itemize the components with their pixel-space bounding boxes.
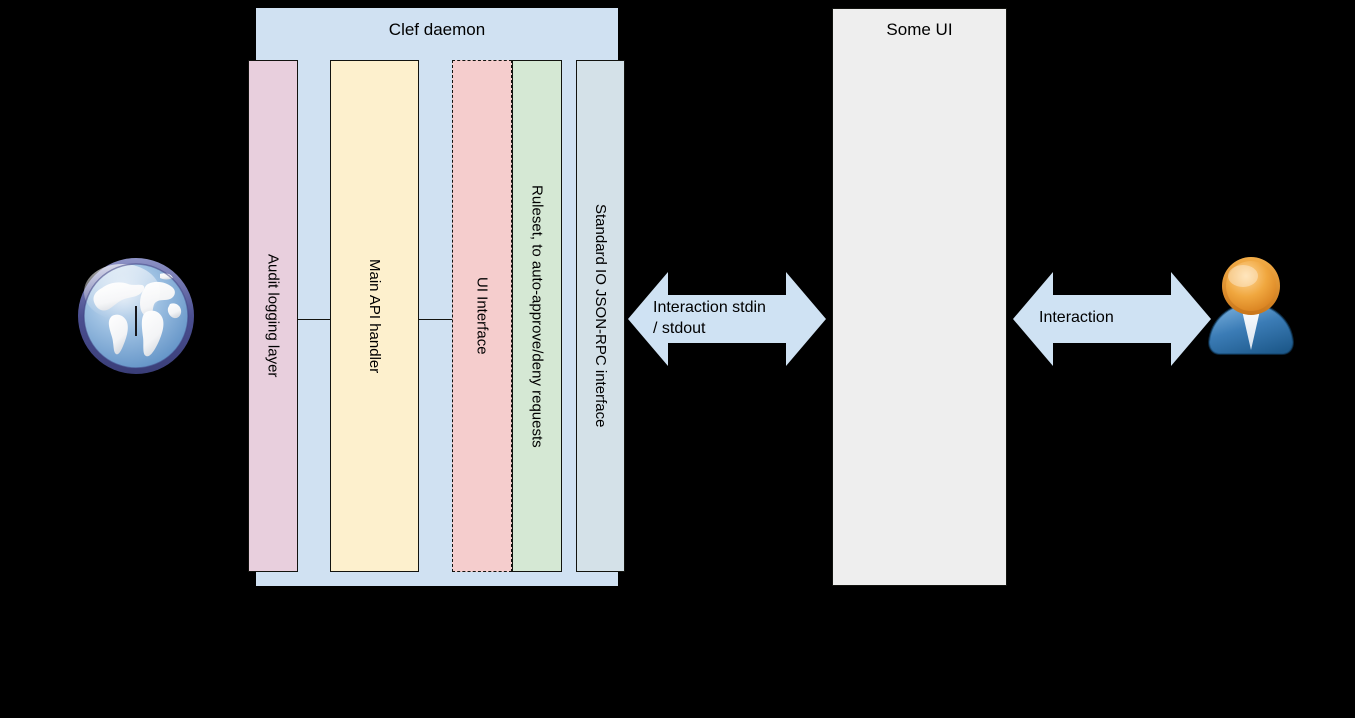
clef-box-main-api-handler[interactable]: Main API handler xyxy=(330,60,419,572)
some-ui-title: Some UI xyxy=(886,20,953,39)
list-item: Cleftron xyxy=(11,85,71,104)
list-item: GTKSigner xyxy=(11,129,96,148)
user-icon xyxy=(1203,254,1299,358)
globe-icon xyxy=(74,254,198,378)
clef-box-ui-interface[interactable]: UI Interface xyxy=(452,60,512,572)
list-item: Clef-ui xyxy=(11,63,61,82)
arrow-interaction-label: Interaction xyxy=(1039,309,1114,326)
clef-daemon-title: Clef daemon xyxy=(388,20,486,39)
clef-box-ruleset[interactable]: Ruleset, to auto-approve/deny requests xyxy=(512,60,562,572)
connector-audit-to-api xyxy=(298,319,331,320)
clef-box-label: Audit logging layer xyxy=(264,254,282,378)
arrow-stdin-stdout-label: Interaction stdin / stdout xyxy=(653,299,766,337)
clef-box-label: Main API handler xyxy=(366,258,383,374)
clef-daemon-container xyxy=(256,8,618,586)
clef-box-label: Ruleset, to auto-approve/deny requests xyxy=(528,184,546,448)
clef-box-label: UI Interface xyxy=(473,277,491,355)
arrow-stdin-stdout xyxy=(628,272,826,366)
clef-box-standard-io-json-rpc[interactable]: Standard IO JSON-RPC interface xyxy=(576,60,625,572)
list-item: PyQTSigner xyxy=(11,107,104,126)
clef-box-label: Standard IO JSON-RPC interface xyxy=(592,204,609,428)
clef-box-audit-logging-layer[interactable]: Audit logging layer xyxy=(248,60,298,572)
some-ui-panel[interactable] xyxy=(832,8,1007,586)
arrow-interaction xyxy=(1013,272,1211,366)
some-ui-list: Clef-ui Cleftron PyQTSigner GTKSigner xyxy=(11,62,169,150)
